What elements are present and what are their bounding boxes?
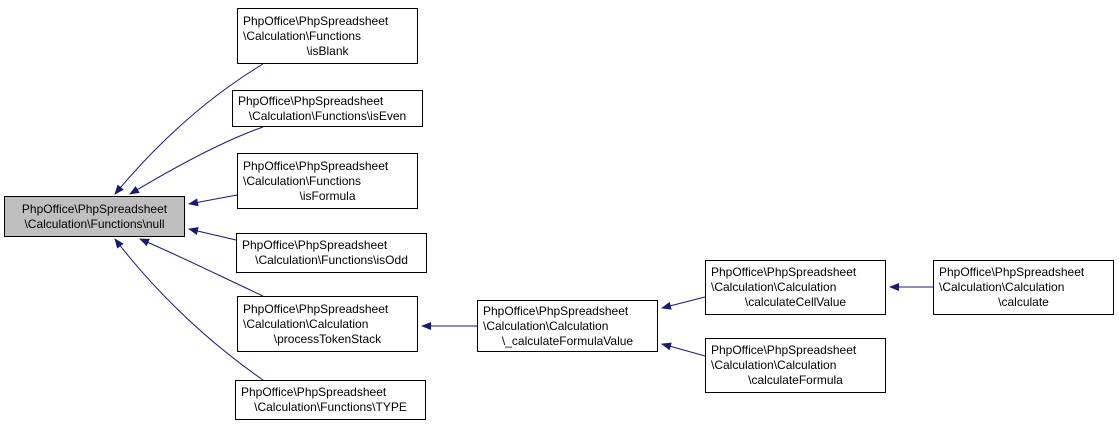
node-line: \Calculation\Functions: [243, 173, 362, 188]
edge-type-to-null: [114, 238, 264, 381]
node-functions-type[interactable]: PhpOffice\PhpSpreadsheet \Calculation\Fu…: [235, 380, 426, 420]
node-line: PhpOffice\PhpSpreadsheet: [238, 93, 384, 108]
node-line: PhpOffice\PhpSpreadsheet: [243, 158, 389, 173]
node-line: \Calculation\Calculation: [939, 280, 1065, 294]
node-line: PhpOffice\PhpSpreadsheet: [711, 343, 857, 357]
node-line: PhpOffice\PhpSpreadsheet: [242, 238, 388, 252]
edge-isformula-to-null: [188, 194, 238, 207]
node-functions-isblank[interactable]: PhpOffice\PhpSpreadsheet \Calculation\Fu…: [237, 8, 418, 64]
node-line: \Calculation\Calculation: [711, 358, 837, 372]
node-functions-null: PhpOffice\PhpSpreadsheet \Calculation\Fu…: [4, 196, 185, 237]
edge-processtoken-to-null: [139, 238, 264, 297]
node-line: \calculateFormula: [748, 373, 843, 387]
node-line: \Calculation\Calculation: [711, 280, 837, 294]
node-line: \calculateCellValue: [744, 295, 847, 309]
node-line: PhpOffice\PhpSpreadsheet: [243, 301, 389, 316]
node-line: PhpOffice\PhpSpreadsheet: [711, 265, 857, 279]
node-line: \isFormula: [299, 188, 356, 203]
node-line: PhpOffice\PhpSpreadsheet: [483, 303, 629, 318]
node-line: PhpOffice\PhpSpreadsheet: [241, 385, 387, 399]
node-line: PhpOffice\PhpSpreadsheet: [939, 265, 1085, 279]
node-line: \calculate: [998, 295, 1049, 309]
edge-calcformula-to-calcformulavalue: [661, 342, 706, 357]
node-line: \Calculation\Calculation: [243, 316, 369, 331]
node-functions-iseven[interactable]: PhpOffice\PhpSpreadsheet \Calculation\Fu…: [232, 90, 423, 127]
node-calculation-calculate[interactable]: PhpOffice\PhpSpreadsheet \Calculation\Ca…: [933, 260, 1114, 315]
node-line: PhpOffice\PhpSpreadsheet: [21, 201, 168, 216]
node-line: \Calculation\Functions: [243, 28, 362, 43]
node-calculation-calculateformula[interactable]: PhpOffice\PhpSpreadsheet \Calculation\Ca…: [705, 338, 886, 393]
node-calculation-processtokenstack[interactable]: PhpOffice\PhpSpreadsheet \Calculation\Ca…: [237, 296, 418, 352]
node-line: PhpOffice\PhpSpreadsheet: [243, 13, 389, 28]
edge-iseven-to-null: [129, 126, 264, 195]
node-line: \isBlank: [306, 43, 349, 58]
node-line: \Calculation\Functions\isEven: [248, 108, 407, 123]
edge-isblank-to-null: [114, 63, 264, 195]
node-line: \Calculation\Functions\null: [24, 216, 165, 231]
node-line: \Calculation\Calculation: [483, 318, 609, 333]
node-line: \processTokenStack: [273, 331, 382, 346]
node-functions-isformula[interactable]: PhpOffice\PhpSpreadsheet \Calculation\Fu…: [237, 153, 418, 209]
edge-isodd-to-null: [188, 227, 237, 241]
edge-calccellvalue-to-calcformulavalue: [661, 296, 706, 310]
node-calculation-calculateformulavalue[interactable]: PhpOffice\PhpSpreadsheet \Calculation\Ca…: [477, 300, 658, 352]
node-functions-isodd[interactable]: PhpOffice\PhpSpreadsheet \Calculation\Fu…: [236, 233, 427, 273]
node-line: \Calculation\Functions\TYPE: [254, 400, 407, 414]
node-calculation-calculatecellvalue[interactable]: PhpOffice\PhpSpreadsheet \Calculation\Ca…: [705, 260, 886, 315]
node-line: \Calculation\Functions\isOdd: [255, 253, 408, 267]
node-line: \_calculateFormulaValue: [501, 333, 634, 348]
